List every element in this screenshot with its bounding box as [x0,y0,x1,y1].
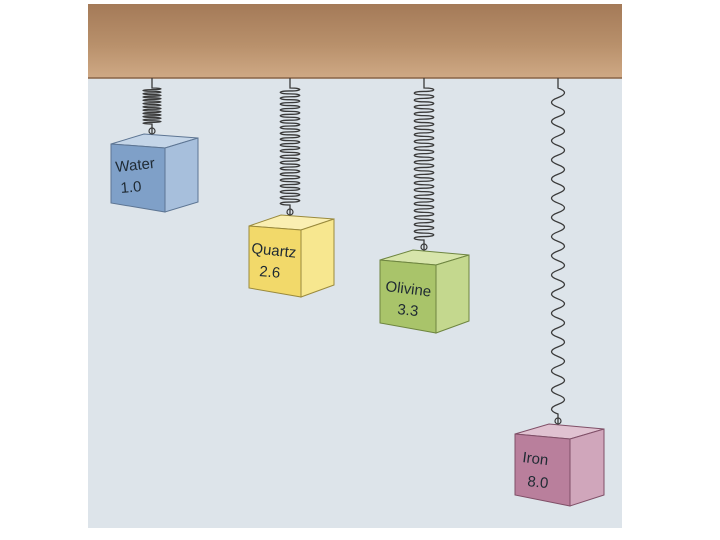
water-assembly: Water 1.0 [110,78,199,213]
olivine-spring [413,78,435,250]
quartz-assembly: Quartz 2.6 [248,78,335,298]
water-hook [148,127,156,135]
water-block-side [164,137,199,213]
iron-block-side [569,428,605,507]
iron-block-name: Iron [522,449,550,469]
olivine-block-value: 3.3 [397,301,420,320]
quartz-block-front [248,225,302,298]
iron-spring [550,78,566,424]
quartz-block-side [300,218,335,298]
water-spring [142,78,162,134]
water-block-name: Water [115,155,156,176]
olivine-block-name: Olivine [385,278,433,300]
iron-block: Iron 8.0 [514,423,605,507]
quartz-block-name: Quartz [251,240,298,262]
water-block: Water 1.0 [110,133,199,213]
iron-assembly: Iron 8.0 [514,78,605,507]
olivine-hook [420,243,428,251]
ceiling-beam [88,4,622,78]
quartz-block-value: 2.6 [259,263,281,282]
water-block-value: 1.0 [120,178,142,197]
quartz-spring [279,78,301,215]
quartz-hook [286,208,294,216]
iron-block-value: 8.0 [527,473,550,492]
iron-block-front [514,433,571,507]
iron-hook [554,417,562,425]
olivine-assembly: Olivine 3.3 [379,78,470,334]
olivine-block-side [435,254,470,334]
quartz-block: Quartz 2.6 [248,214,335,298]
olivine-block: Olivine 3.3 [379,249,470,334]
